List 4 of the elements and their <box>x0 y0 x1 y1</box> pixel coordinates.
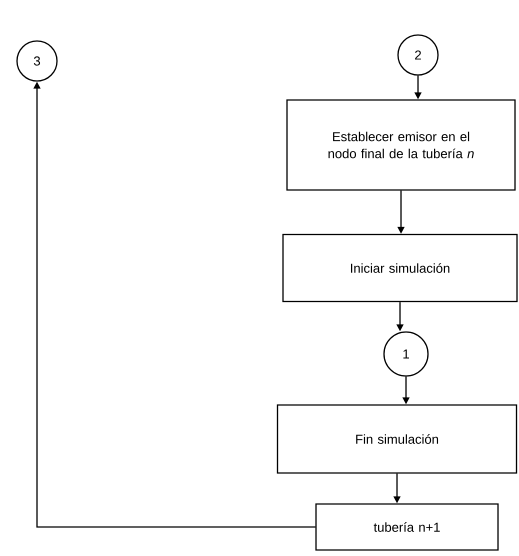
process-box: tubería n+1 <box>315 503 499 551</box>
process-box: Fin simulación <box>276 404 518 474</box>
process-box: Iniciar simulación <box>282 234 518 302</box>
process-box: Establecer emisor en el nodo final de la tubería n <box>286 99 516 191</box>
